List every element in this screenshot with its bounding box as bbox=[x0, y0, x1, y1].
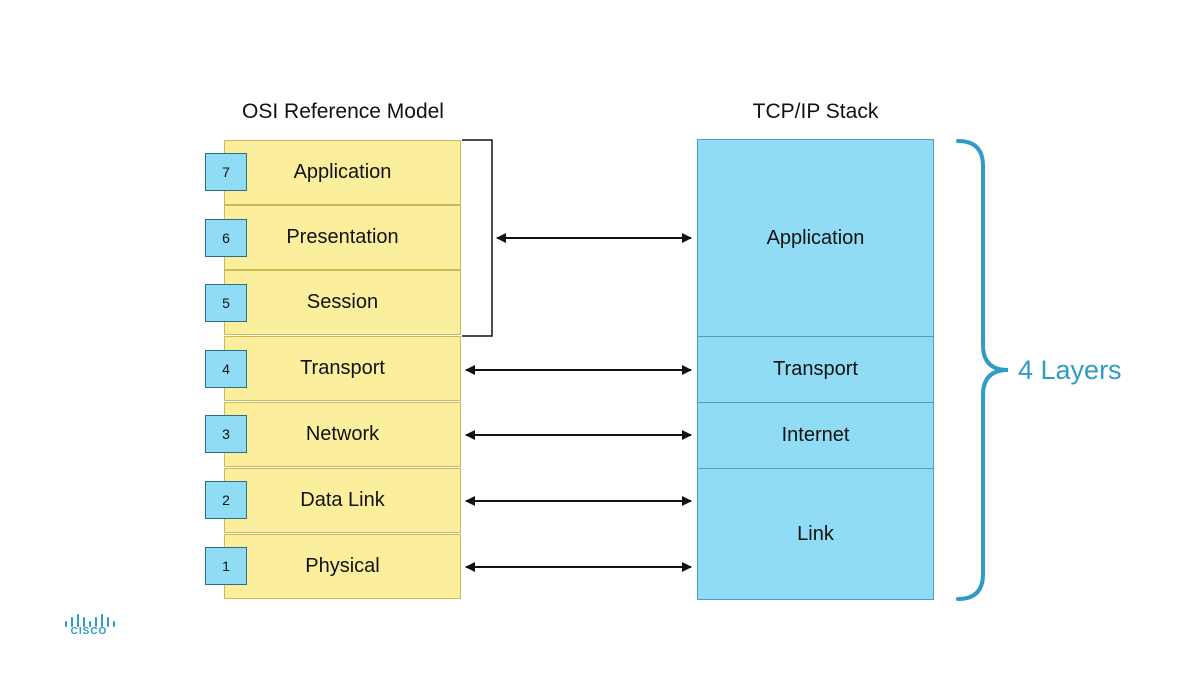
osi-layer-presentation: Presentation bbox=[224, 205, 461, 270]
tcpip-layer-label: Application bbox=[766, 226, 865, 249]
osi-model-title: OSI Reference Model bbox=[242, 100, 444, 123]
osi-layer-transport: Transport bbox=[224, 336, 461, 401]
tcpip-layer-label: Internet bbox=[781, 424, 850, 446]
four-layers-label: 4 Layers bbox=[1018, 355, 1122, 385]
layer-number-badge: 2 bbox=[205, 481, 247, 519]
layer-number-badge: 4 bbox=[205, 350, 247, 388]
osi-layer-label: Presentation bbox=[286, 226, 399, 248]
four-layers-brace bbox=[956, 139, 1009, 601]
layer-number-badge: 1 bbox=[205, 547, 247, 585]
osi-layer-label: Session bbox=[306, 291, 379, 313]
osi-layer-label: Network bbox=[305, 423, 380, 445]
cisco-logo-bars-icon bbox=[65, 614, 115, 627]
osi-layer-label: Transport bbox=[300, 357, 385, 379]
osi-layer-application: Application bbox=[224, 140, 461, 205]
osi-layer-physical: Physical bbox=[224, 534, 461, 599]
layer-number-badge: 3 bbox=[205, 415, 247, 453]
layer-number-badge: 6 bbox=[205, 219, 247, 257]
tcpip-layer-label: Transport bbox=[773, 358, 858, 380]
tcpip-layer-label: Link bbox=[797, 522, 834, 545]
osi-layer-label: Physical bbox=[305, 555, 380, 577]
osi-layer-label: Application bbox=[293, 161, 392, 183]
osi-layer-label: Data Link bbox=[300, 489, 385, 511]
layer-number-badge: 7 bbox=[205, 153, 247, 191]
tcpip-layer-application: Application bbox=[697, 139, 934, 337]
osi-layer-session: Session bbox=[224, 270, 461, 335]
upper-layers-bracket bbox=[462, 139, 493, 337]
osi-layer-data-link: Data Link bbox=[224, 468, 461, 533]
tcpip-stack-title: TCP/IP Stack bbox=[752, 100, 879, 123]
tcpip-layer-transport: Transport bbox=[697, 336, 934, 403]
tcpip-layer-link: Link bbox=[697, 468, 934, 600]
cisco-logo-text: CISCO bbox=[70, 626, 108, 637]
layer-number-badge: 5 bbox=[205, 284, 247, 322]
tcpip-layer-internet: Internet bbox=[697, 402, 934, 469]
osi-layer-network: Network bbox=[224, 402, 461, 467]
